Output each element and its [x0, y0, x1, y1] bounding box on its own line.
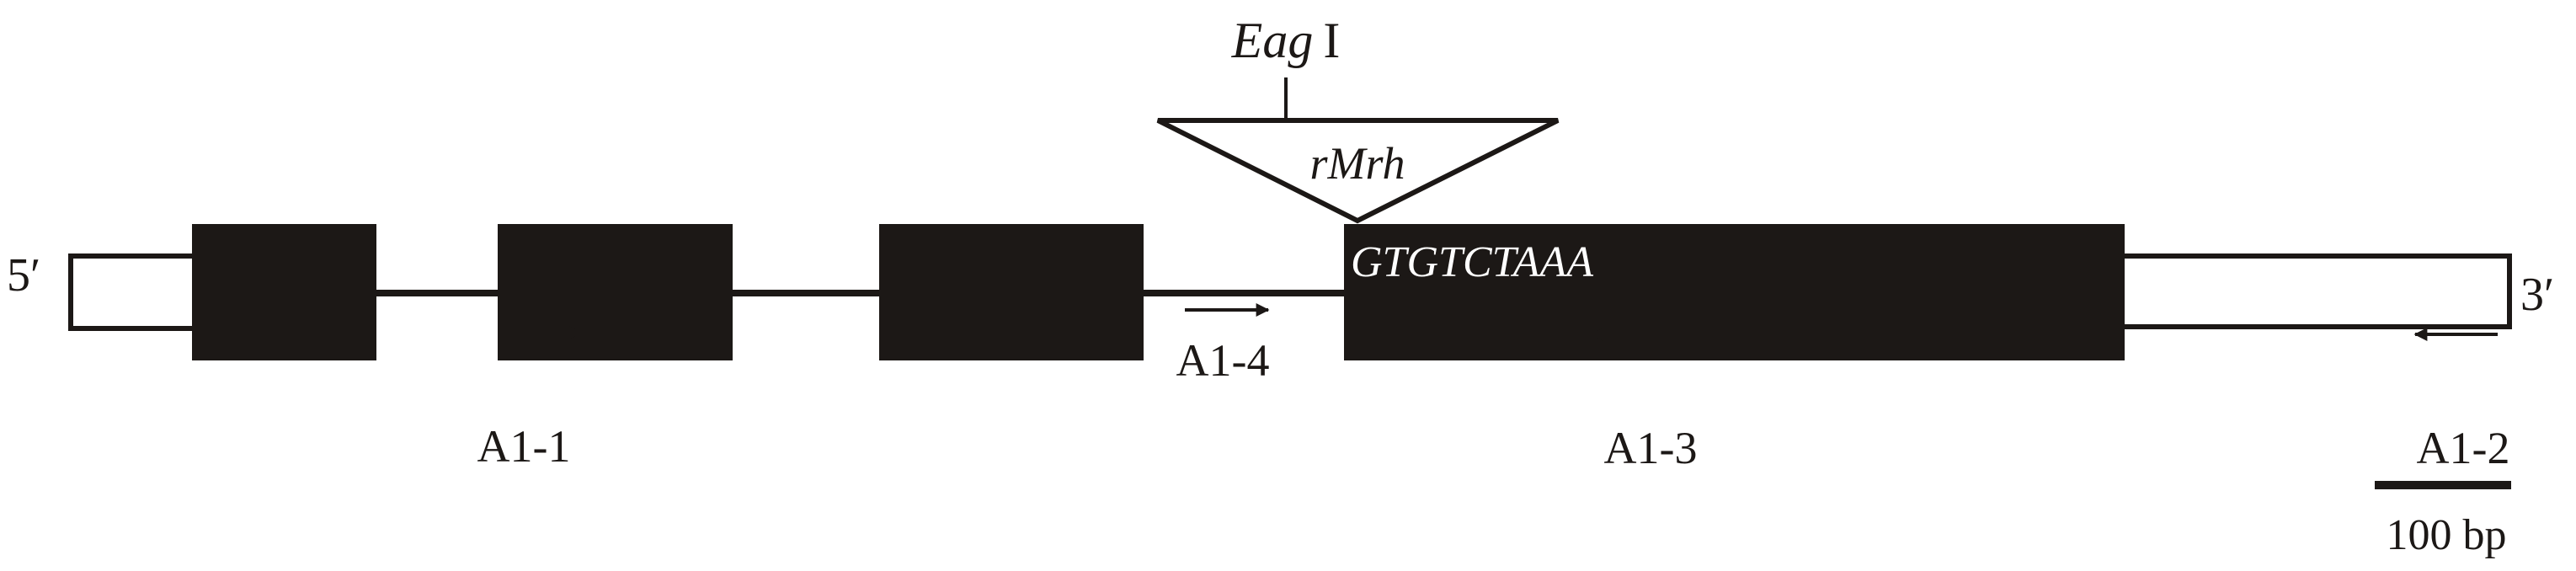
exon-3: [879, 224, 1144, 360]
target-sequence: GTGTCTAAA: [1351, 238, 1593, 286]
utr-5prime: [68, 253, 198, 331]
exon-4: [1344, 224, 2125, 360]
five-prime-label: 5′: [7, 249, 40, 302]
scale-bar-label: 100 bp: [2387, 511, 2507, 559]
primer-label-a1-3: A1-3: [1604, 423, 1698, 473]
utr-3prime: [2120, 253, 2512, 329]
insertion-label: rMrh: [1309, 138, 1405, 189]
primer-label-a1-4: A1-4: [1176, 335, 1270, 386]
primer-label-a1-1: A1-1: [477, 421, 571, 472]
exon-1: [192, 224, 376, 360]
insertion-triangle: [1156, 118, 1560, 224]
three-prime-label: 3′: [2520, 269, 2554, 321]
exon-2: [498, 224, 733, 360]
primer-label-a1-2: A1-2: [2417, 423, 2510, 473]
